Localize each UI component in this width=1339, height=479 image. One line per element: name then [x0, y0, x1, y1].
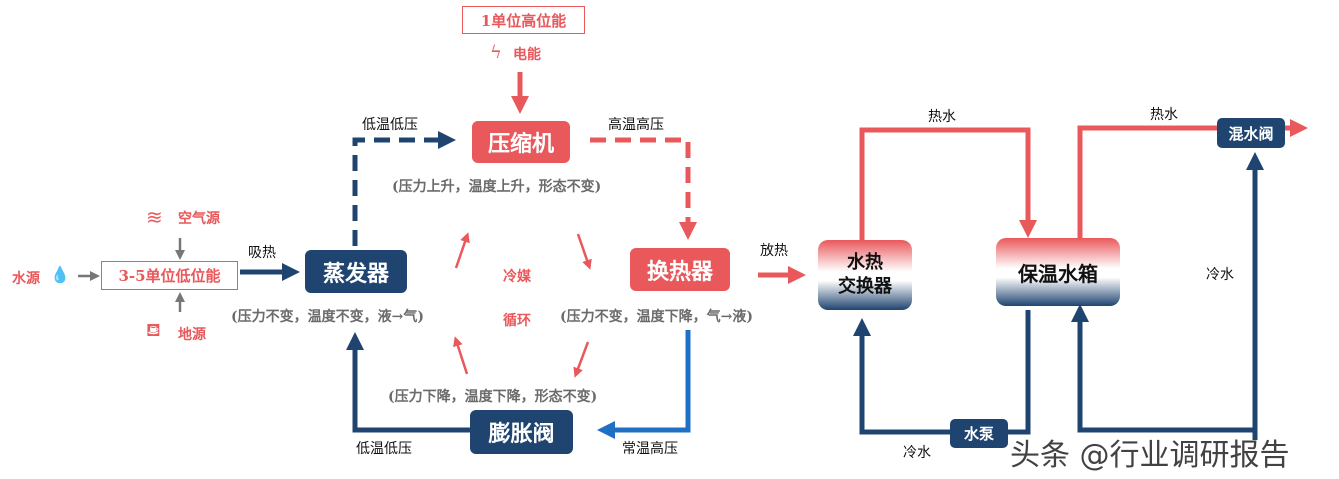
evaporator-to-compressor-line: [352, 131, 456, 246]
refrigerant-label: 冷媒: [503, 269, 531, 285]
water-drop-icon: 💧: [50, 265, 70, 284]
ground-icon: ⛾: [146, 320, 161, 341]
cycle-arrow-ll: [453, 336, 469, 375]
air-source-label: 空气源: [178, 211, 220, 227]
expansion-note: (压力下降，温度下降，形态不变): [388, 389, 598, 405]
cold-water-label-2: 冷水: [1206, 267, 1234, 283]
hot-water-label-2: 热水: [1150, 107, 1178, 123]
compressor-note: (压力上升，温度上升，形态不变): [392, 179, 602, 195]
low-energy-box: 3-5单位低位能: [101, 261, 238, 290]
mixing-valve-box: 混水阀: [1217, 118, 1285, 148]
expansion-valve-box: 膨胀阀: [470, 410, 573, 454]
evaporator-box: 蒸发器: [305, 250, 407, 293]
cycle-label: 循环: [503, 313, 531, 329]
cycle-arrow-ur: [576, 233, 592, 270]
cold-water-loop-line: [853, 310, 1031, 435]
condenser-to-valve-line: [597, 330, 691, 439]
cold-water-supply-tank-line: [1071, 304, 1255, 433]
storage-tank-label: 保温水箱: [1018, 261, 1098, 286]
watermark: 头条 @行业调研报告: [1010, 438, 1290, 473]
hot-water-label-1: 热水: [928, 109, 956, 125]
ground-source-label: 地源: [178, 327, 206, 343]
water-source-label: 水源: [12, 271, 40, 287]
cycle-arrow-ul: [454, 232, 470, 269]
cold-water-label-1: 冷水: [903, 445, 931, 461]
wind-icon: ≋: [146, 205, 163, 229]
low-temp-low-pressure-top-label: 低温低压: [362, 117, 418, 133]
absorb-heat-label: 吸热: [248, 245, 276, 261]
low-temp-low-pressure-bottom-label: 低温低压: [356, 441, 412, 457]
evaporator-note: (压力不变，温度不变，液→气): [231, 309, 424, 325]
water-pump-box: 水泵: [950, 419, 1008, 448]
electric-label: 电能: [513, 47, 541, 63]
hot-water-loop-line: [859, 127, 1037, 240]
normal-temp-high-pressure-label: 常温高压: [622, 441, 678, 457]
lightning-icon: ϟ: [490, 42, 502, 63]
storage-tank-box: 保温水箱: [996, 238, 1120, 306]
compressor-to-condenser-line: [590, 137, 697, 240]
valve-to-evaporator-line: [346, 332, 470, 433]
water-heat-exchanger-line2: 交换器: [838, 276, 892, 297]
condenser-note: (压力不变，温度下降，气→液): [560, 309, 753, 325]
high-energy-box: 1单位高位能: [462, 6, 585, 34]
cycle-arrow-lr: [573, 341, 590, 378]
condenser-box: 换热器: [630, 248, 730, 291]
high-temp-high-pressure-label: 高温高压: [608, 117, 664, 133]
release-heat-label: 放热: [760, 243, 788, 259]
water-heat-exchanger-box: 水热 交换器: [818, 240, 912, 310]
compressor-box: 压缩机: [472, 121, 570, 163]
water-heat-exchanger-line1: 水热: [847, 252, 883, 273]
